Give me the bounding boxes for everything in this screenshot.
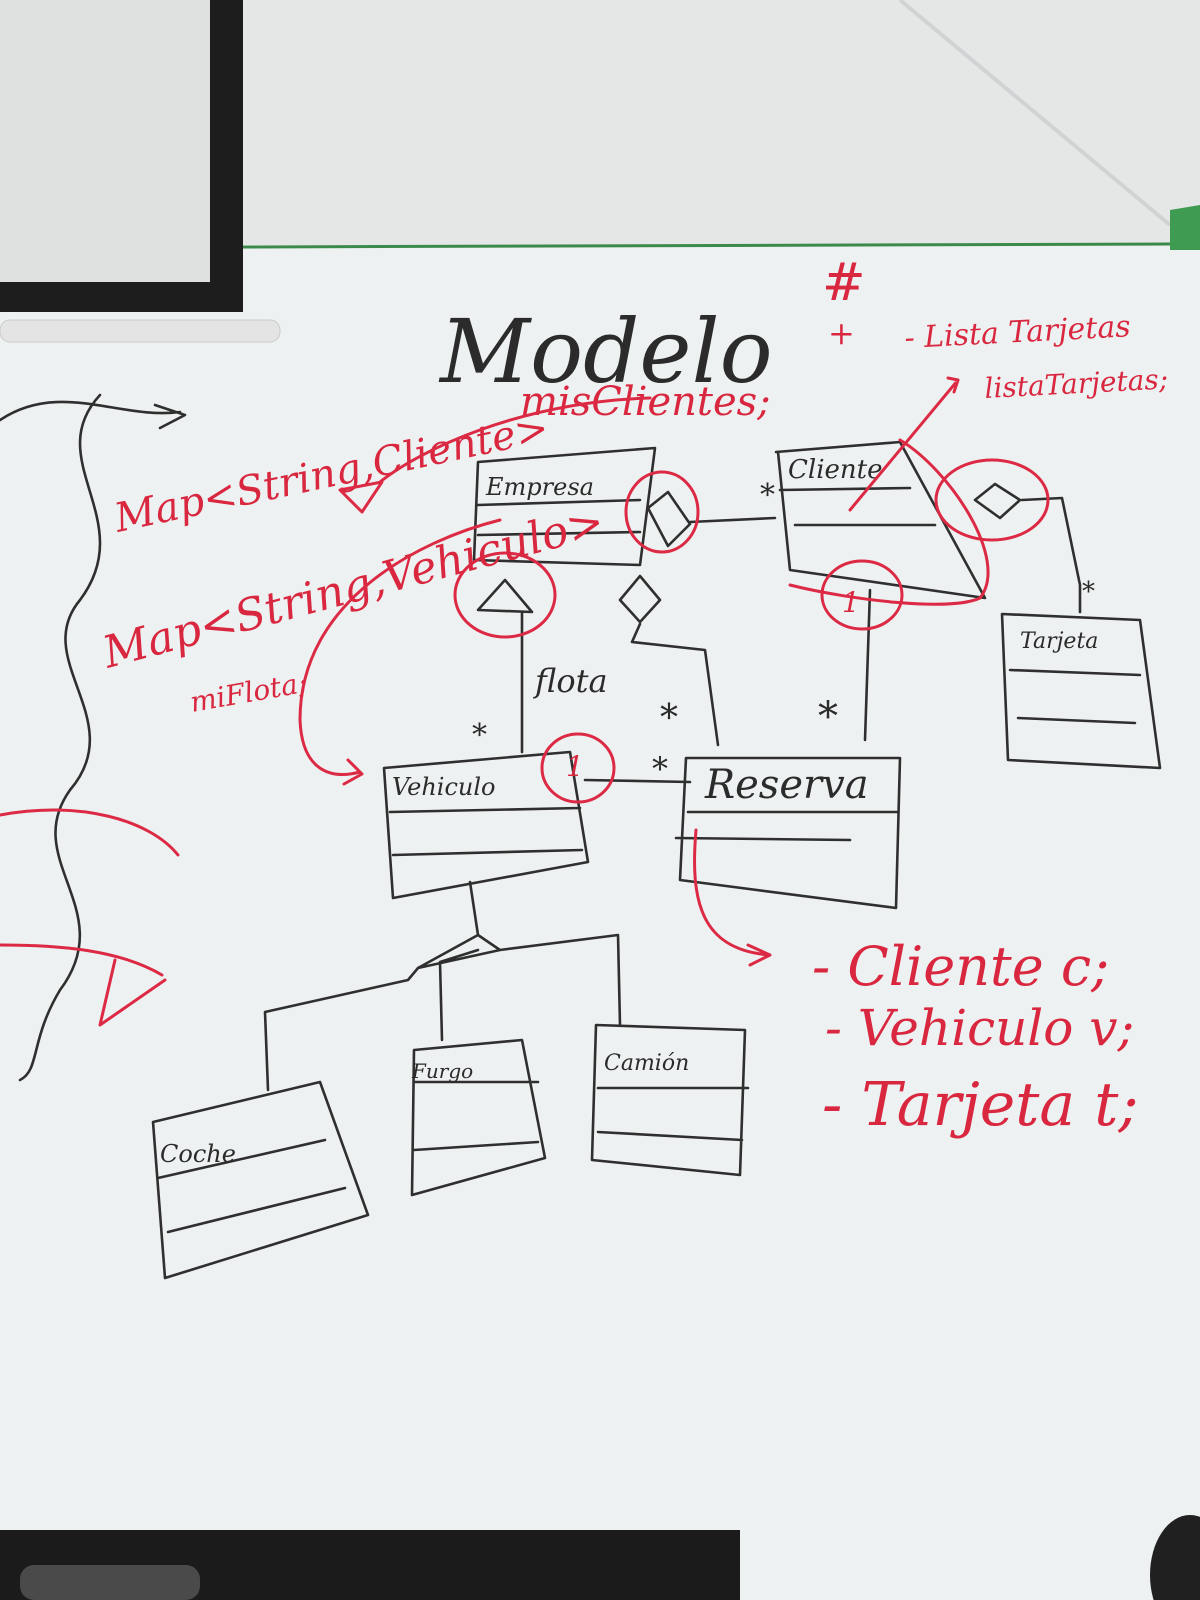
red-arrow-map-vehiculos <box>298 518 502 786</box>
class-name-tarjeta: Tarjeta <box>1020 629 1098 654</box>
class-coche: Coche <box>151 1080 370 1280</box>
reserva-attr-cliente: - Cliente c; <box>812 935 1109 998</box>
mult-cliente-one: 1 <box>842 586 860 619</box>
cable <box>898 0 1172 227</box>
diagram-title: Modelo <box>438 300 773 403</box>
board-top-edge <box>239 242 1171 249</box>
class-name-cliente: Cliente <box>788 455 883 485</box>
reserva-attr-tarjeta: - Tarjeta t; <box>822 1070 1139 1140</box>
label-hash: # <box>822 253 866 313</box>
red-arrow-reserva-attrs <box>693 828 772 967</box>
mult-vehiculo-one: 1 <box>566 750 584 783</box>
class-name-reserva: Reserva <box>704 762 869 808</box>
class-name-vehiculo: Vehiculo <box>392 773 496 801</box>
relationships <box>263 482 1082 1092</box>
mult-vehiculo-flota: * <box>472 718 487 753</box>
label-plus: + <box>828 314 855 352</box>
mult-tarjeta: * <box>1082 577 1095 607</box>
class-camion: Camión <box>590 1023 750 1177</box>
class-name-empresa: Empresa <box>485 473 594 501</box>
mult-reserva-vehiculo: * <box>652 750 668 788</box>
class-reserva: Reserva <box>674 756 902 910</box>
label-mis-clientes: misClientes; <box>520 379 771 425</box>
mult-reserva-cliente: * <box>818 694 838 740</box>
class-name-camion: Camión <box>604 1051 689 1076</box>
class-name-coche: Coche <box>160 1140 236 1168</box>
marker-cap <box>1150 1515 1200 1600</box>
mult-cliente-empresa: * <box>760 478 775 513</box>
red-highlights <box>453 438 1050 804</box>
class-tarjeta: Tarjeta <box>1000 612 1162 770</box>
class-vehiculo: Vehiculo <box>382 750 590 900</box>
red-arcs-left <box>0 808 180 1027</box>
wavy-line <box>0 393 182 1082</box>
red-arrow-mis-clientes <box>378 396 652 484</box>
reserva-attr-vehiculo: - Vehiculo v; <box>825 999 1134 1057</box>
arrow-head-left <box>153 403 187 430</box>
board-corner-mark <box>1170 205 1200 250</box>
red-arrow-lista-tarjetas <box>848 376 960 512</box>
red-arrow-head <box>338 480 384 514</box>
class-furgo: Furgo <box>410 1038 547 1197</box>
class-cliente: Cliente <box>774 440 987 600</box>
projector-screen-roll <box>0 319 281 343</box>
mult-reserva-empresa: * <box>660 698 678 739</box>
label-flota: flota <box>533 662 608 700</box>
class-name-furgo: Furgo <box>411 1059 473 1083</box>
class-empresa: Empresa <box>472 446 657 567</box>
monitor-screen <box>0 0 210 282</box>
eraser <box>20 1565 200 1600</box>
